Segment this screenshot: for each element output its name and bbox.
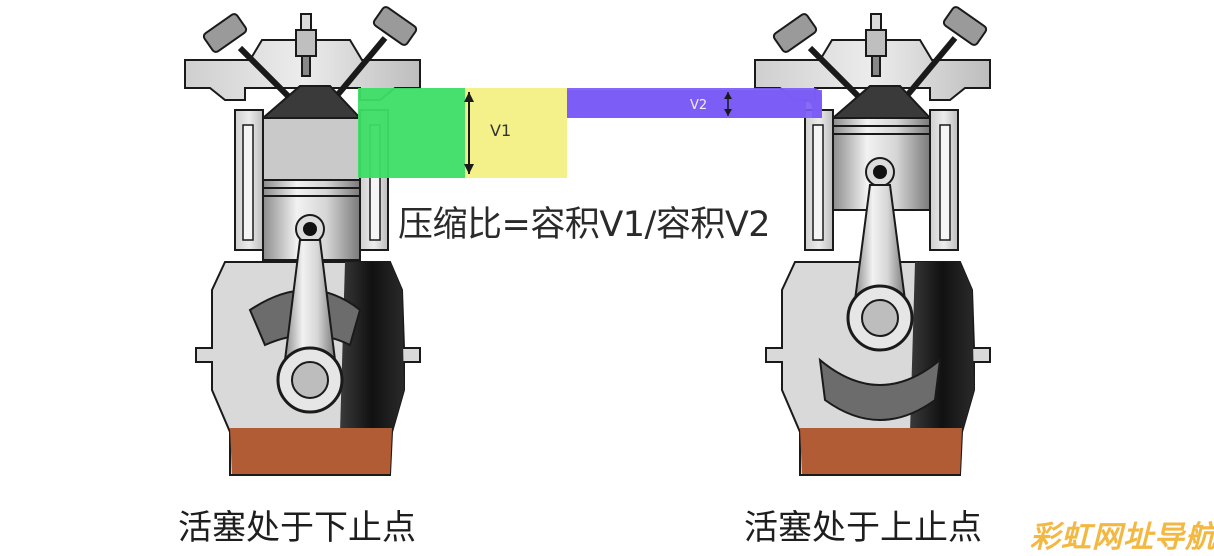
engine-left [184, 6, 421, 476]
spark-plug-icon [865, 13, 887, 77]
engine-right [754, 6, 991, 476]
caption-bottom-dead-center: 活塞处于下止点 [178, 508, 416, 548]
watermark-logo: 彩虹网址导航 [1030, 520, 1214, 555]
valve-springs-icon [772, 6, 988, 101]
v2-volume-indicator: V2 [567, 88, 822, 118]
spark-plug-icon [295, 13, 317, 77]
v1-label: V1 [490, 121, 511, 140]
caption-top-dead-center: 活塞处于上止点 [744, 508, 982, 548]
v1-green-box [358, 88, 465, 178]
valve-springs-icon [202, 6, 418, 101]
v1-yellow-box [465, 88, 567, 178]
v2-label: V2 [690, 98, 707, 113]
v1-volume-indicator: V1 [358, 88, 567, 178]
compression-ratio-formula: 压缩比=容积V1/容积V2 [398, 205, 771, 245]
